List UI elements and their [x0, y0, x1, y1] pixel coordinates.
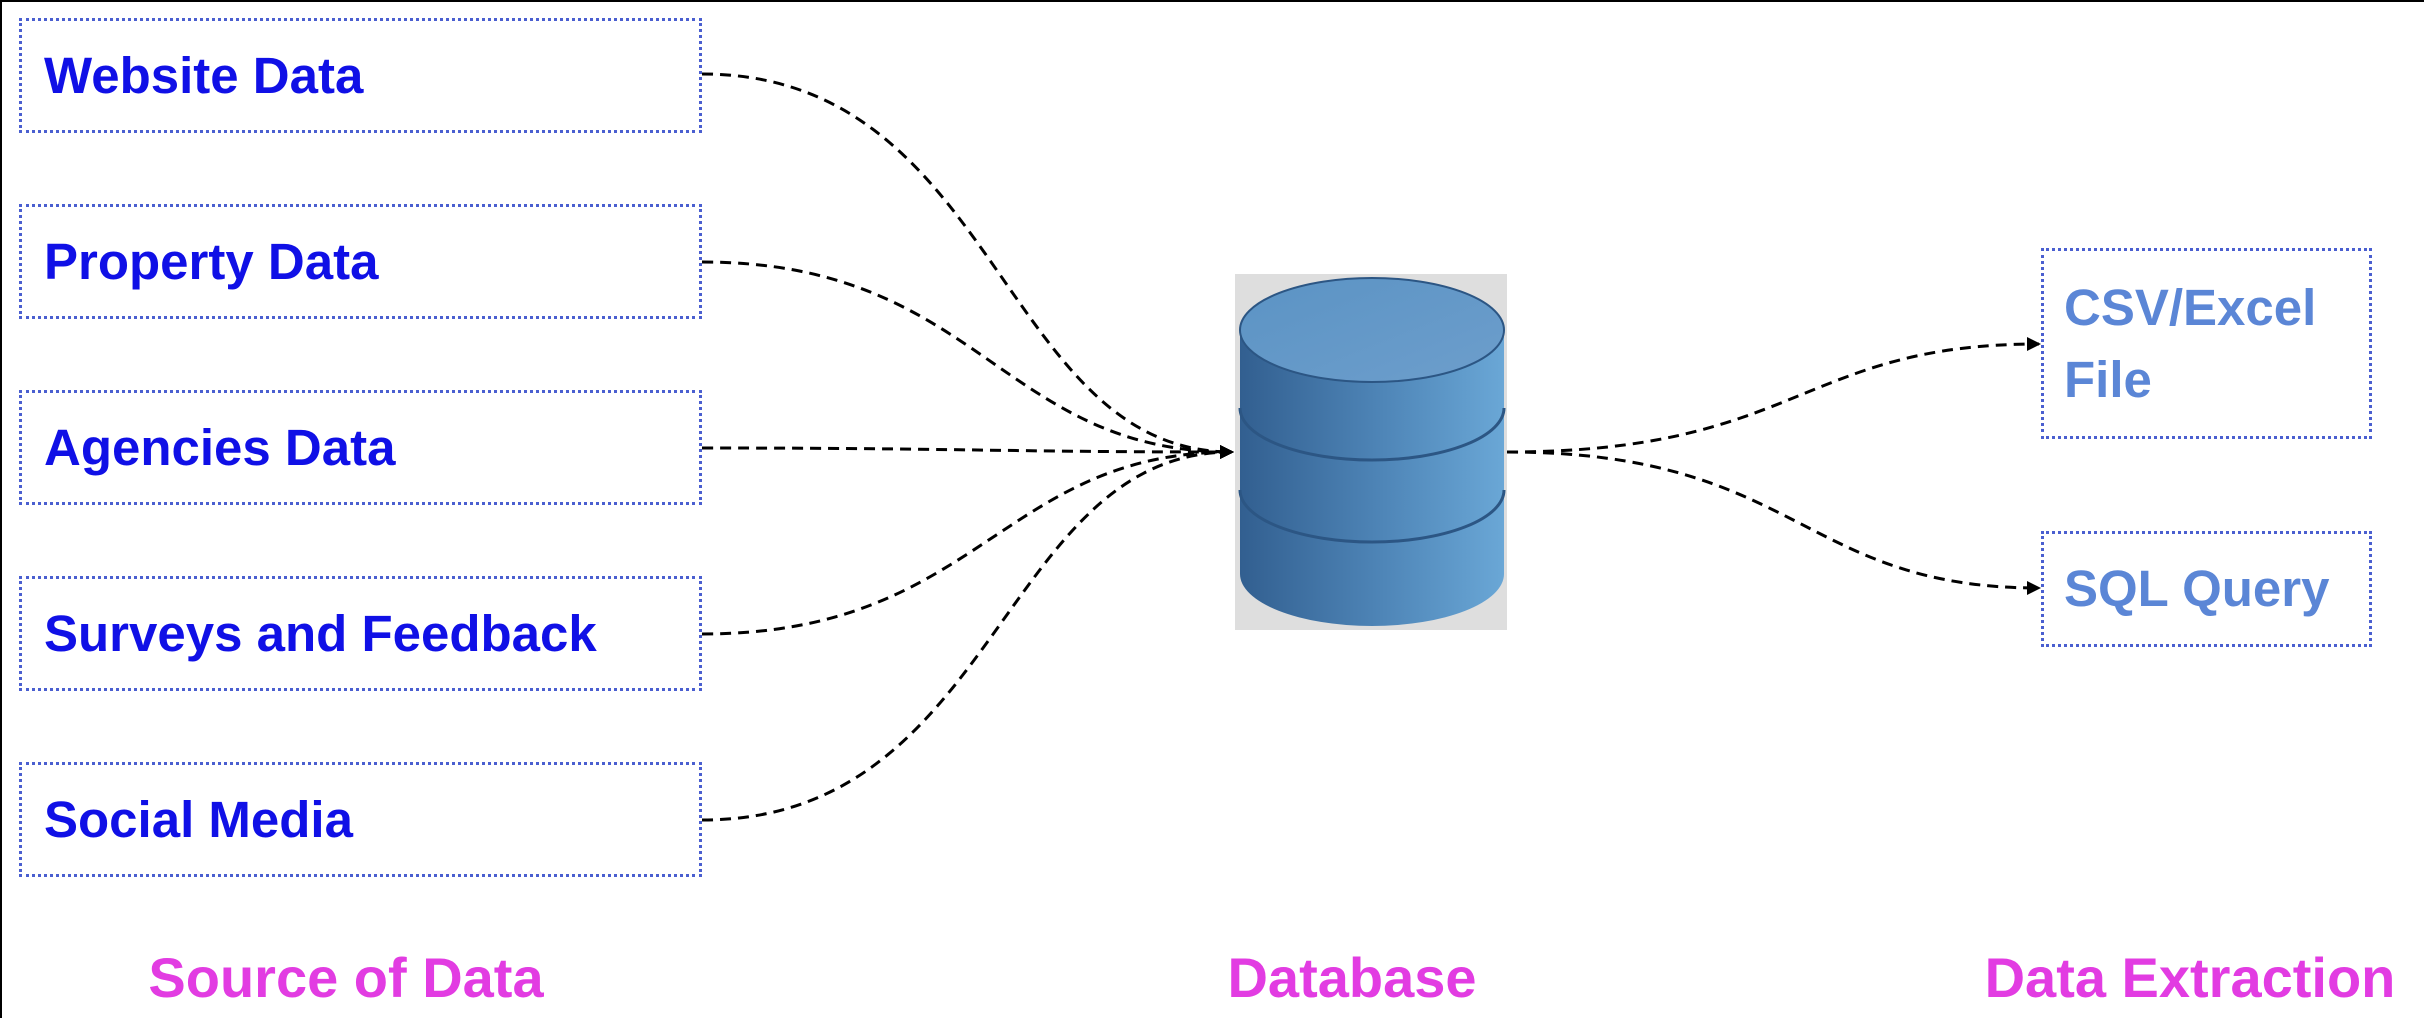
source-label: Social Media [44, 791, 353, 848]
source-label: Agencies Data [44, 419, 396, 476]
output-label: CSV/Excel File [2064, 278, 2317, 408]
column-label-source: Source of Data [148, 946, 544, 1009]
source-label: Surveys and Feedback [44, 605, 597, 662]
connector-database-to-sql [1506, 450, 2041, 595]
source-box-surveys-feedback: Surveys and Feedback [19, 576, 702, 691]
connector-social-to-database [701, 445, 1234, 822]
source-box-social-media: Social Media [19, 762, 702, 877]
connector-website-to-database [701, 72, 1234, 459]
connector-agencies-to-database [701, 444, 1234, 459]
output-box-csv-excel: CSV/Excel File [2041, 248, 2372, 439]
source-box-agencies-data: Agencies Data [19, 390, 702, 505]
column-label-extraction: Data Extraction [1984, 946, 2396, 1009]
connector-property-to-database [701, 260, 1234, 459]
source-box-website-data: Website Data [19, 18, 702, 133]
column-label-database: Database [1227, 946, 1477, 1009]
source-label: Website Data [44, 47, 364, 104]
connector-database-to-csv [1506, 337, 2041, 454]
connector-surveys-to-database [701, 445, 1234, 636]
output-box-sql-query: SQL Query [2041, 531, 2372, 647]
output-label: SQL Query [2064, 560, 2330, 617]
database-cylinder-icon [1235, 274, 1507, 630]
source-label: Property Data [44, 233, 379, 290]
source-box-property-data: Property Data [19, 204, 702, 319]
